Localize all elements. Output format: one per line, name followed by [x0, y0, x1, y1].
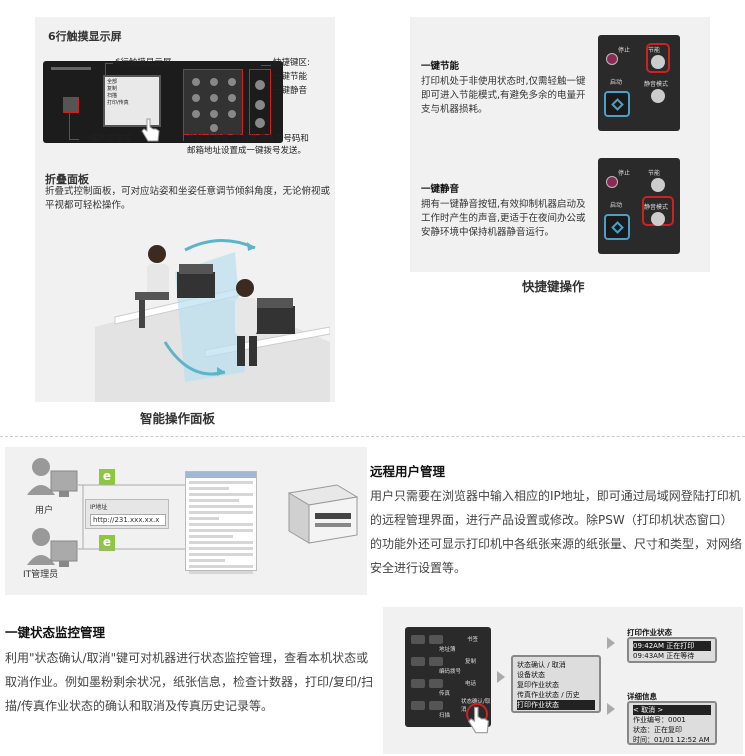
mute-label: 静音模式: [644, 81, 669, 88]
remote-heading: 远程用户管理: [370, 464, 446, 479]
stop-button-icon: [606, 53, 618, 65]
detail-screen: < 取消 > 作业编号：0001 状态：正在复印 时间：01/01 12:52 …: [627, 701, 717, 745]
callout-touch-screen: 6行触摸显示屏: [115, 58, 172, 68]
detail-row: < 取消 >: [633, 705, 711, 715]
print-status-title: 打印作业状态: [627, 628, 672, 637]
standing-sitting-illustration: [95, 238, 330, 402]
status-heading: 一键状态监控管理: [5, 625, 106, 640]
ip-address-box: IP地址 http://231.xxx.xx.x: [85, 499, 169, 529]
callout-quick-mute: 一键静音: [273, 86, 308, 96]
menu-item: 设备状态: [517, 671, 545, 679]
quick-key-area: [249, 69, 271, 135]
brand-logo: [51, 67, 91, 70]
browser-e-icon: e: [99, 535, 115, 551]
mute-label: 静音模式: [644, 204, 669, 211]
fold-panel-text: 折叠式控制面板，可对应站姿和坐姿任意调节倾斜角度，无论俯视或平视都可轻松操作。: [45, 186, 331, 211]
quick-keys-caption: 快捷键操作: [522, 279, 585, 294]
it-admin-label: IT管理员: [23, 570, 59, 580]
print-status-screen: 09:42AM 正在打印 09:43AM 正在等待: [627, 637, 717, 663]
smart-panel-section: 6行触摸显示屏 全部 复制 扫描 打印/传真 6行触摸显示屏 快捷键区: 一键节…: [35, 17, 335, 402]
section-divider: [0, 436, 745, 437]
arrow-icon: [607, 703, 615, 715]
hand-pointer-icon: [468, 706, 489, 734]
keypad-panel: 地址簿 编码拨号 传真 扫描 书签 复制 电话 状态确认/取消: [405, 627, 491, 727]
quick-keys-section: 一键节能 打印机处于非使用状态时,仅需轻触一键即可进入节能模式,有避免多余的电量…: [410, 17, 710, 272]
arrow-icon: [497, 671, 505, 683]
keypad-label: 扫描: [439, 713, 451, 719]
user-computer-icon: [27, 458, 78, 497]
callout-dial-2: 邮箱地址设置成一键拨号发送。: [187, 146, 307, 156]
callout-quick-eco: 一键节能: [273, 72, 308, 82]
start-button-icon: [604, 91, 630, 117]
hand-pointer-icon: [141, 118, 160, 142]
printer-icon: [287, 484, 359, 544]
smart-panel-caption: 智能操作面板: [140, 411, 216, 426]
keypad-label: 书签: [467, 637, 479, 643]
detail-row: 状态：正在复印: [633, 726, 682, 734]
arrow-icon: [607, 637, 615, 649]
remote-management-diagram: 用户 IT管理员 e e IP地址 http://231.xxx.xx.x: [5, 447, 367, 595]
screen-line: 打印/传真: [107, 100, 129, 106]
ip-value: http://231.xxx.xx.x: [90, 514, 166, 526]
keypad-label: 地址簿: [439, 647, 456, 653]
touch-screen: 全部 复制 扫描 打印/传真: [103, 75, 161, 127]
ip-header: IP地址: [90, 504, 108, 511]
web-admin-screenshot: [185, 471, 257, 574]
screen-line: 扫描: [107, 93, 118, 99]
screen-line: 复制: [107, 86, 118, 92]
screen-line: 全部: [107, 79, 118, 85]
eco-title: 一键节能: [421, 61, 460, 72]
connection-lines: [75, 484, 185, 550]
detail-title: 详细信息: [627, 692, 657, 701]
eco-block: 一键节能 打印机处于非使用状态时,仅需轻触一键即可进入节能模式,有避免多余的电量…: [421, 58, 591, 117]
numeric-keypad: [183, 69, 243, 135]
eco-text: 打印机处于非使用状态时,仅需轻触一键即可进入节能模式,有避免多余的电量开支与机器…: [421, 76, 586, 115]
fold-panel-heading: 折叠面板: [45, 173, 89, 186]
detail-row: 作业编号：0001: [633, 716, 686, 724]
keypad-label: 电话: [465, 681, 477, 687]
status-button: [63, 97, 79, 113]
print-status-row: 09:42AM 正在打印: [633, 641, 711, 651]
callout-quick-title: 快捷键区:: [273, 58, 310, 68]
eco-highlight: [646, 43, 670, 73]
eco-label: 节能: [648, 170, 661, 177]
callout-dial-1: 单触式拨号:可将常用传真号码和: [187, 134, 309, 144]
stop-button-icon: [606, 176, 618, 188]
start-button-icon: [604, 214, 630, 240]
menu-item: 传真作业状态 / 历史: [517, 691, 580, 699]
keypad-label: 状态确认/取消: [461, 699, 491, 713]
start-label: 启动: [610, 202, 623, 209]
detail-row: 时间：01/01 12:52 AM: [633, 736, 710, 744]
status-menu-screen: 状态确认 / 取消 设备状态 复印作业状态 传真作业状态 / 历史 打印作业状态: [511, 655, 601, 713]
keypad-label: 编码拨号: [439, 669, 462, 675]
stop-label: 停止: [618, 47, 631, 54]
remote-text: 用户只需要在浏览器中输入相应的IP地址，即可通过局域网登陆打印机的远程管理界面，…: [370, 489, 743, 575]
keypad-label: 传真: [439, 691, 451, 697]
mute-title: 一键静音: [421, 184, 460, 195]
mute-button-panel: 停止 启动 节能 静音模式: [598, 158, 680, 254]
menu-item: 复印作业状态: [517, 681, 559, 689]
eco-button-icon: [651, 55, 665, 69]
eco-label: 节能: [648, 47, 661, 54]
mute-button-icon: [651, 89, 665, 103]
status-monitor-diagram: 地址簿 编码拨号 传真 扫描 书签 复制 电话 状态确认/取消 状态确认 / 取…: [383, 607, 743, 754]
user-label: 用户: [35, 506, 54, 516]
admin-computer-icon: [27, 528, 78, 567]
print-status-row: 09:43AM 正在等待: [633, 652, 695, 660]
mute-text: 拥有一键静音按钮,有效抑制机器启动及工作时产生的声音,更适于在夜间办公或安静环境…: [421, 199, 586, 238]
status-text: 利用"状态确认/取消"键可对机器进行状态监控管理，查看本机状态或取消作业。例如墨…: [5, 651, 374, 713]
mute-button-icon: [651, 212, 665, 226]
keypad-label: 复制: [465, 659, 477, 665]
touch-screen-title: 6行触摸显示屏: [48, 30, 122, 43]
menu-item-selected: 打印作业状态: [517, 700, 595, 710]
eco-button-icon: [651, 178, 665, 192]
control-panel-image: 全部 复制 扫描 打印/传真: [43, 61, 283, 143]
start-label: 启动: [610, 79, 623, 86]
browser-e-icon: e: [99, 469, 115, 485]
mute-block: 一键静音 拥有一键静音按钮,有效抑制机器启动及工作时产生的声音,更适于在夜间办公…: [421, 181, 591, 240]
callout-status-monitor: 一键状态监控: [81, 134, 133, 144]
menu-title: 状态确认 / 取消: [517, 661, 566, 669]
stop-label: 停止: [618, 170, 631, 177]
eco-button-panel: 停止 启动 节能 静音模式: [598, 35, 680, 131]
